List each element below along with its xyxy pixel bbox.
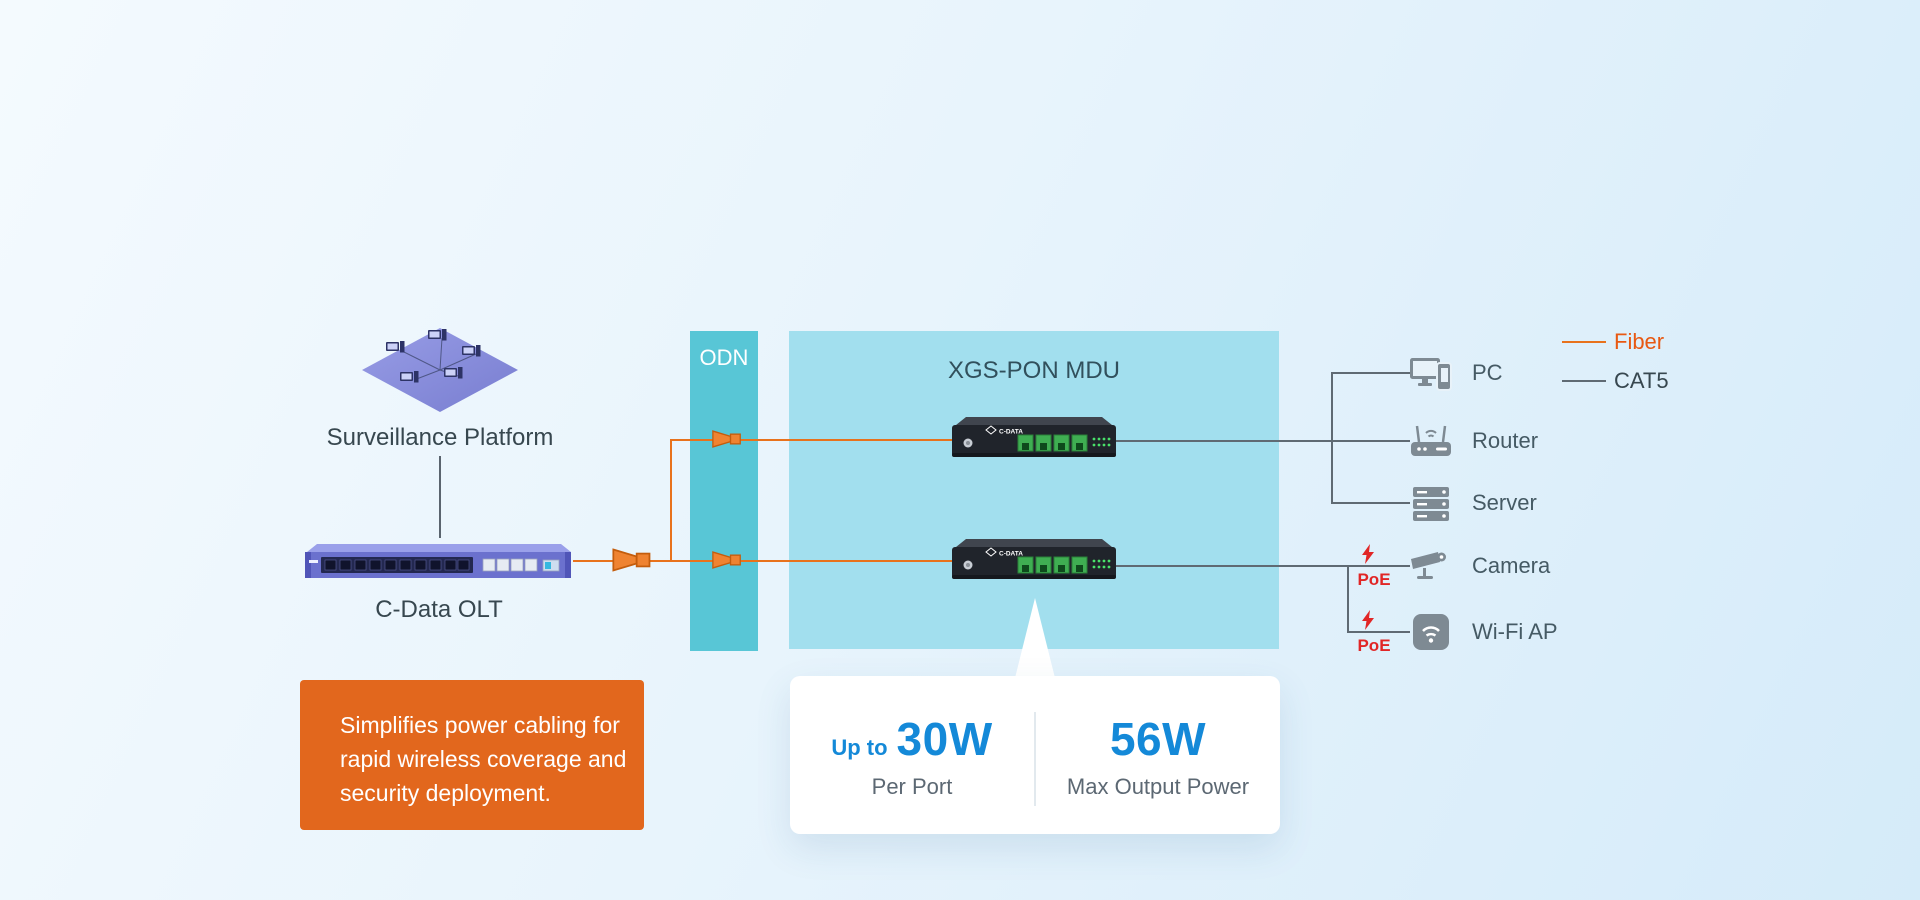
- per-port-label: Per Port: [871, 774, 953, 799]
- info-box: Simplifies power cabling for rapid wirel…: [300, 680, 644, 830]
- mdu-logo: C-DATA: [985, 425, 1023, 436]
- mdu-panel-label: XGS-PON MDU: [947, 357, 1120, 384]
- mdu-rj45-ports: [1017, 434, 1088, 452]
- platform-to-olt-line: [439, 456, 441, 538]
- cat5-junction-vertical-line: [1331, 372, 1333, 504]
- endpoint-label-pc: PC: [1472, 360, 1503, 385]
- endpoint-label-server: Server: [1472, 490, 1537, 515]
- fiber-olt-to-mdu2-line: [573, 560, 955, 562]
- poe-lightning-icon-camera: [1362, 544, 1374, 564]
- olt-sfp-ports: [324, 559, 470, 571]
- surveillance-platform-illustration: [362, 328, 518, 412]
- poe-label-wifi: PoE: [1357, 636, 1391, 655]
- mdu-device-2: C-DATA: [952, 539, 1116, 579]
- olt-logo-mark: [309, 560, 318, 563]
- odn-band: ODN: [690, 331, 758, 651]
- per-port-value: 30W: [896, 713, 993, 765]
- info-box-line-1: Simplifies power cabling for: [340, 712, 620, 738]
- cat5-wifi-branch-line: [1347, 565, 1349, 632]
- olt-label: C-Data OLT: [375, 596, 503, 623]
- surveillance-platform-label: Surveillance Platform: [326, 424, 554, 451]
- cat5-to-wifi-line: [1347, 631, 1410, 633]
- endpoint-label-camera: Camera: [1472, 553, 1551, 578]
- svg-text:C-DATA: C-DATA: [999, 551, 1023, 558]
- mdu-led-cluster: [1092, 559, 1111, 569]
- max-power-value: 56W: [1109, 713, 1207, 765]
- cat5-mdu1-to-router-line: [1116, 440, 1410, 442]
- mdu-device-1: C-DATA: [952, 417, 1116, 457]
- legend-fiber-label: Fiber: [1614, 329, 1665, 354]
- up-to-text: Up to: [831, 735, 888, 760]
- legend-cat5-label: CAT5: [1614, 368, 1669, 393]
- odn-splitter-icon-1: [712, 430, 741, 448]
- callout-divider: [1034, 712, 1036, 806]
- per-port-value-row: Up to 30W: [831, 712, 992, 766]
- fiber-branch-vertical-line: [670, 440, 672, 562]
- callout-pointer: [1015, 598, 1055, 678]
- max-power-column: 56W Max Output Power: [1036, 676, 1280, 834]
- mdu-led-cluster: [1092, 437, 1111, 447]
- poe-lightning-icon-wifi: [1362, 610, 1374, 630]
- power-callout-card: Up to 30W Per Port 56W Max Output Power: [790, 676, 1280, 834]
- max-power-value-row: 56W: [1110, 712, 1206, 766]
- pc-icon: [1410, 358, 1452, 391]
- odn-label: ODN: [699, 345, 749, 370]
- poe-label-camera: PoE: [1357, 570, 1391, 589]
- info-box-line-2: rapid wireless coverage and: [340, 746, 627, 772]
- svg-text:C-DATA: C-DATA: [999, 429, 1023, 436]
- fiber-to-mdu1-line: [670, 439, 955, 441]
- per-port-column: Up to 30W Per Port: [790, 676, 1034, 834]
- legend-fiber-line: [1562, 341, 1606, 343]
- computer-icons: [386, 329, 481, 383]
- cat5-mdu2-to-camera-line: [1116, 565, 1410, 567]
- max-power-label: Max Output Power: [1066, 774, 1250, 799]
- legend-cat5-line: [1562, 380, 1606, 382]
- olt-device-illustration: [305, 544, 571, 578]
- olt-rj45-ports: [482, 558, 538, 572]
- camera-icon: [1411, 552, 1446, 579]
- endpoint-label-wifi-ap: Wi-Fi AP: [1472, 619, 1558, 644]
- odn-splitter-icon-2: [712, 551, 741, 569]
- wifi-ap-icon: [1413, 614, 1449, 650]
- mdu-panel: XGS-PON MDU: [789, 331, 1279, 649]
- info-box-line-3: security deployment.: [340, 780, 551, 806]
- cat5-to-pc-line: [1331, 372, 1410, 374]
- server-icon: [1413, 487, 1449, 521]
- olt-uplink-module: [545, 562, 551, 569]
- cat5-to-server-line: [1331, 502, 1410, 504]
- endpoint-label-router: Router: [1472, 428, 1539, 453]
- mdu-rj45-ports: [1017, 556, 1088, 574]
- main-splitter-icon: [612, 548, 651, 572]
- mdu-logo: C-DATA: [985, 547, 1023, 558]
- router-icon: [1411, 425, 1451, 456]
